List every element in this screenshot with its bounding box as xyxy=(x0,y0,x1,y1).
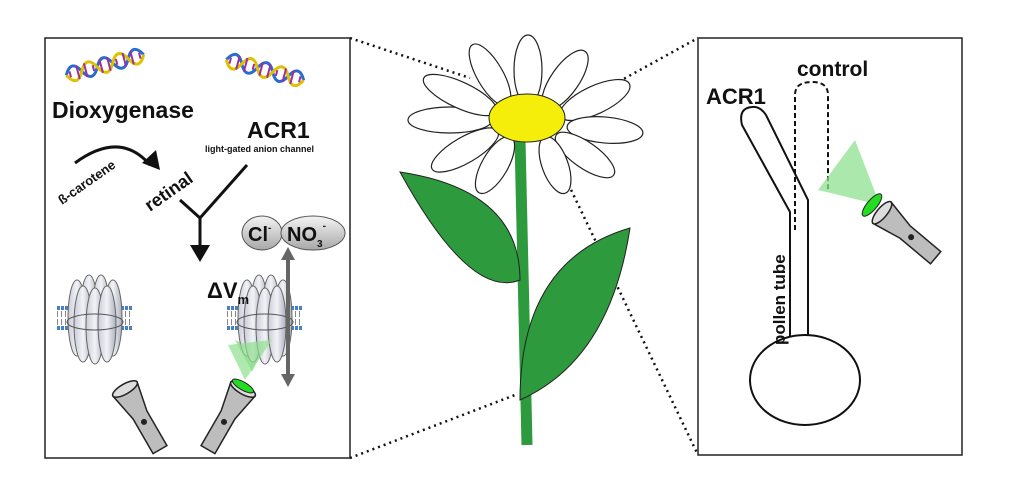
svg-text:NO3-: NO3- xyxy=(287,221,326,250)
leaf xyxy=(519,227,631,401)
acr1-description: light-gated anion channel xyxy=(205,144,314,154)
left-panel: Dioxygenase ACR1 light-gated anion chann… xyxy=(44,37,351,459)
nitrate-ion: NO3- xyxy=(280,215,346,251)
svg-text:Cl-: Cl- xyxy=(248,223,271,246)
channel-closed xyxy=(66,274,124,365)
dioxygenase-label: Dioxygenase xyxy=(52,97,194,123)
control-tube-outline xyxy=(794,80,829,230)
pollen-tube-outline xyxy=(740,105,809,340)
acr1-gene-label: ACR1 xyxy=(247,117,310,143)
pollen-tube-label: pollen tube xyxy=(770,254,789,345)
pollen-grain xyxy=(749,334,861,426)
leaf xyxy=(399,171,521,284)
chloride-ion: Cl- xyxy=(241,215,283,251)
right-panel: ACR1 control pollen tube xyxy=(697,37,963,456)
combine-arrow xyxy=(178,164,249,248)
flower-center xyxy=(488,93,566,143)
light-cone xyxy=(818,140,880,205)
acr1-tube-label: ACR1 xyxy=(706,84,766,109)
membrane-potential-label: ΔVm xyxy=(207,278,249,307)
control-label: control xyxy=(797,58,868,81)
conversion-arrow xyxy=(74,145,152,166)
light-cone xyxy=(228,340,272,380)
flower xyxy=(399,34,644,446)
